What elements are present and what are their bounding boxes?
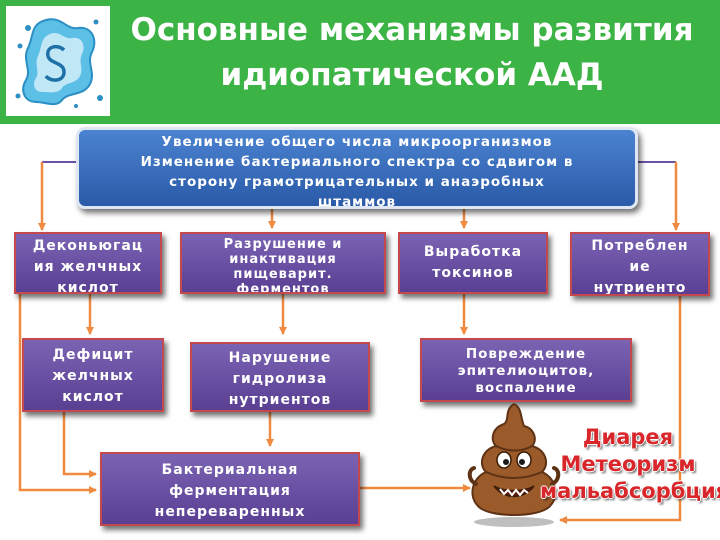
box-line: нутриентов: [228, 392, 332, 408]
outcome-malabsorption: мальабсорбция: [540, 479, 720, 503]
intestine-logo-icon: [6, 6, 110, 116]
box-line: Нарушение: [228, 350, 332, 366]
title-line-1: Основные механизмы развития: [130, 12, 694, 48]
hydrolysis-disorder-box: Нарушение гидролиза нутриентов: [190, 342, 370, 412]
box-line: кислот: [62, 389, 124, 405]
bile-acid-deconjugation-box: Деконьюгац ия желчных кислот: [14, 232, 162, 294]
enzyme-destruction-box: Разрушение и инактивация пищеварит. ферм…: [180, 232, 386, 294]
box-line: воспаление: [475, 380, 577, 396]
box-line: Деконьюгац: [32, 238, 144, 254]
page-title: Основные механизмы развития идиопатическ…: [112, 8, 712, 98]
box-line: кислот: [57, 280, 119, 294]
box-line: желчных: [52, 368, 134, 384]
box-line: Повреждение: [465, 346, 587, 362]
box-line: ферментация: [169, 483, 291, 499]
outcome-diarrhea: Диарея: [582, 425, 674, 449]
box-line: гидролиза: [232, 371, 328, 387]
box-line: Бактериальная: [161, 462, 299, 478]
top-box-line-1: Увеличение общего числа микроорганизмов: [161, 134, 553, 150]
box-line: ие: [629, 259, 651, 275]
box-line: токсинов: [432, 265, 514, 281]
stool-mascot-icon: [467, 402, 561, 527]
clinical-outcome-label: Диарея Метеоризм мальабсорбция: [540, 424, 720, 505]
bile-acid-deficit-box: Дефицит желчных кислот: [22, 338, 164, 412]
box-line: ферментов: [236, 282, 330, 294]
box-line: Разрушение и: [223, 237, 343, 252]
title-banner: Основные механизмы развития идиопатическ…: [0, 0, 720, 124]
toxin-production-box: Выработка токсинов: [398, 232, 548, 294]
title-line-2: идиопатической ААД: [220, 57, 604, 93]
bacterial-fermentation-box: Бактериальная ферментация непереваренных: [100, 452, 360, 526]
top-box-line-3: сторону грамотрицательных и анаэробных: [169, 174, 545, 190]
outcome-meteorism: Метеоризм: [560, 452, 696, 476]
top-box-line-4: штаммов: [317, 194, 397, 210]
epithelial-damage-box: Повреждение эпителиоцитов, воспаление: [420, 338, 632, 402]
nutrient-consumption-box: Потреблен ие нутриенто: [570, 232, 710, 296]
box-line: ия желчных: [33, 259, 143, 275]
box-line: инактивация: [229, 252, 337, 267]
box-line: эпителиоцитов,: [457, 363, 595, 379]
box-line: непереваренных: [154, 504, 306, 520]
box-line: нутриенто: [593, 280, 687, 296]
box-line: Дефицит: [52, 347, 134, 363]
top-box-line-2: Изменение бактериального спектра со сдви…: [140, 154, 574, 170]
box-line: Выработка: [423, 244, 523, 260]
box-line: пищеварит.: [233, 267, 333, 282]
microbiota-change-box: Увеличение общего числа микроорганизмов …: [76, 127, 638, 210]
box-line: Потреблен: [591, 238, 689, 254]
